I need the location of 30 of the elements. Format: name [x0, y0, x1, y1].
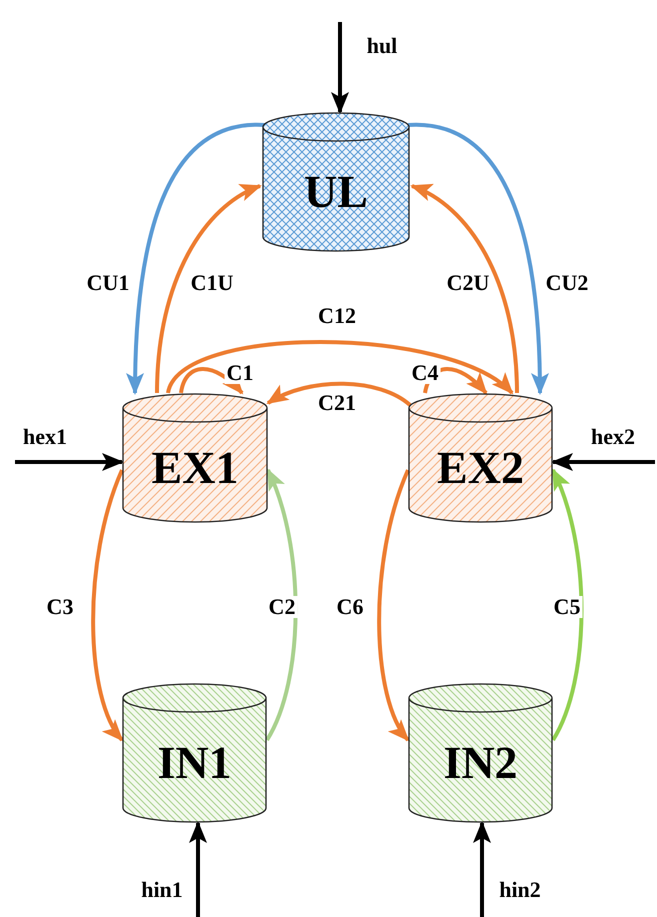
arrow [331, 22, 349, 114]
storage-cylinder [262, 112, 410, 252]
arrow [155, 184, 262, 394]
edge-label: C5 [552, 596, 582, 618]
arrow [126, 123, 266, 395]
arrow [377, 469, 410, 742]
arrow [179, 367, 244, 394]
node-label: EX1 [152, 440, 238, 494]
node-label: EX2 [437, 440, 524, 494]
arrow [551, 468, 584, 741]
edge-label: C2 [266, 596, 298, 618]
arrow [266, 382, 412, 407]
arrow [189, 821, 207, 917]
storage-cylinder [408, 683, 553, 823]
storage-cylinder [122, 683, 267, 823]
storage-cylinder [408, 393, 553, 523]
arrow [410, 184, 519, 394]
storage-cylinder [122, 393, 268, 523]
arrow [15, 453, 124, 471]
arrow [408, 123, 549, 395]
arrow [473, 821, 491, 917]
arrow [166, 340, 514, 395]
arrow [551, 453, 655, 471]
arrow [91, 469, 124, 742]
node-label: IN1 [157, 736, 232, 788]
arrow [265, 468, 298, 741]
edge-label: C1 [224, 362, 256, 384]
node-label: UL [304, 164, 368, 218]
node-label: IN2 [443, 736, 518, 788]
edge-label: C4 [410, 362, 440, 384]
